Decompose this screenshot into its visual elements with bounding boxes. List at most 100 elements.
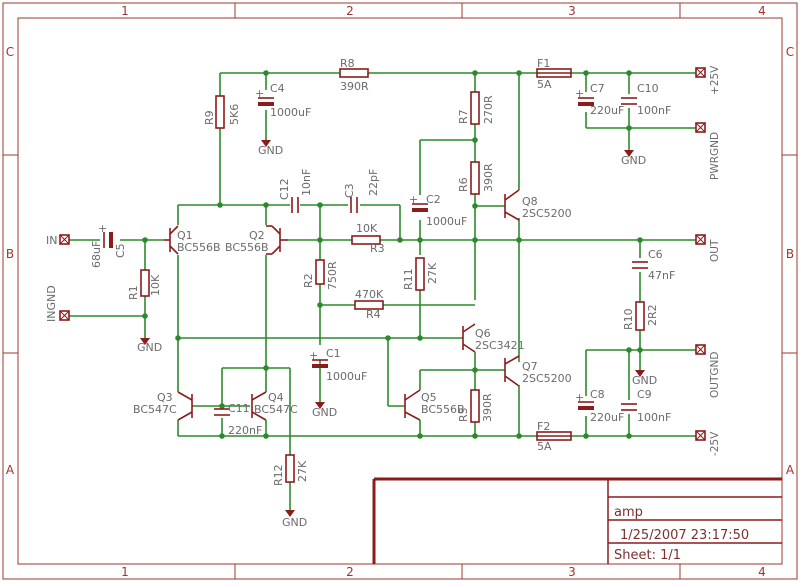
capacitor-c6-icon [632, 261, 648, 269]
resistor-r2-icon [315, 259, 325, 285]
gnd-pwr: GND [621, 154, 646, 167]
row-label-right-c: C [786, 45, 794, 59]
drawing-datetime: 1/25/2007 23:17:50 [620, 528, 749, 543]
label-c8: C8 [590, 388, 605, 401]
value-c7: 220uF [590, 104, 624, 117]
label-r5: R5 [457, 407, 470, 422]
capacitors: + + + + [98, 87, 648, 416]
label-r11: R11 [402, 268, 415, 290]
resistor-r4-icon [354, 300, 384, 310]
value-r3: 10K [356, 222, 378, 235]
capacitor-c12-icon [291, 197, 299, 213]
resistor-r9-icon [215, 95, 225, 129]
value-q3: BC547C [133, 403, 177, 416]
pad-outgnd-icon [695, 344, 706, 355]
label-q4: Q4 [268, 391, 284, 404]
label-ingnd: INGND [45, 285, 58, 322]
capacitor-c8-icon: + [575, 391, 594, 410]
value-c9: 100nF [637, 411, 671, 424]
label-r4: R4 [366, 308, 381, 321]
drawing-name: amp [614, 505, 643, 520]
label-c1: C1 [326, 347, 341, 360]
title-block: amp 1/25/2007 23:17:50 Sheet: 1/1 [372, 477, 782, 564]
value-f1: 5A [537, 78, 552, 91]
label-c2: C2 [426, 193, 441, 206]
value-c1: 1000uF [326, 370, 367, 383]
label-r8: R8 [340, 57, 355, 70]
value-c12: 10nF [300, 169, 313, 196]
capacitor-c4-icon: + [255, 87, 274, 106]
gnd-r12: GND [282, 516, 307, 529]
ground-r12-icon [285, 510, 295, 517]
label-r6: R6 [457, 177, 470, 192]
capacitor-c2-icon: + [409, 193, 428, 212]
value-r5: 390R [481, 393, 494, 422]
capacitor-c1-icon: + [309, 349, 328, 368]
transistor-q3-icon [177, 391, 193, 421]
label-f1: F1 [537, 57, 550, 70]
label-plus25v: +25V [709, 65, 721, 95]
pad-plus25v-icon [695, 67, 706, 78]
pad-ingnd-icon [59, 310, 70, 321]
label-c11: C11 [228, 402, 250, 415]
resistor-r6-icon [470, 161, 480, 195]
resistor-r3-icon [351, 235, 381, 245]
connector-pads [59, 67, 706, 441]
value-r7: 270R [482, 95, 495, 124]
svg-text:+: + [575, 87, 584, 100]
label-c9: C9 [637, 388, 652, 401]
transistor-q4-icon [251, 391, 267, 421]
value-c6: 47nF [648, 269, 675, 282]
ground-symbols [140, 140, 645, 517]
pad-pwrgnd-icon [695, 122, 706, 133]
label-q3: Q3 [157, 391, 173, 404]
label-r2: R2 [302, 273, 315, 288]
label-c7: C7 [590, 82, 605, 95]
col-label-top-2: 2 [346, 4, 354, 18]
pad-out-icon [695, 234, 706, 245]
transistor-q8-icon [504, 189, 520, 221]
transistor-q5-icon [404, 389, 421, 421]
transistor-q7-icon [504, 355, 520, 387]
capacitor-c10-icon [621, 97, 637, 105]
label-minus25v: -25V [709, 431, 721, 456]
value-r2: 750R [326, 261, 339, 290]
label-c10: C10 [637, 82, 659, 95]
col-label-bottom-1: 1 [121, 565, 129, 579]
ground-r10-icon [635, 370, 645, 377]
label-out: OUT [709, 239, 721, 262]
label-r12: R12 [272, 464, 285, 486]
capacitor-c11-icon [214, 408, 230, 416]
gnd-c1: GND [312, 406, 337, 419]
value-c3: 22pF [367, 169, 380, 196]
value-r6: 390R [482, 163, 495, 192]
resistor-r12-icon [285, 454, 295, 483]
value-r11: 27K [426, 262, 439, 284]
label-c12: C12 [278, 178, 291, 200]
resistors [140, 68, 645, 483]
label-c3: C3 [343, 183, 356, 198]
col-label-top-4: 4 [758, 4, 766, 18]
ground-r1-icon [140, 338, 150, 345]
gnd-r10: GND [632, 374, 657, 387]
sheet-number: Sheet: 1/1 [614, 548, 681, 563]
value-q8: 2SC5200 [522, 207, 572, 220]
transistor-q1-icon [164, 225, 179, 255]
value-r1: 10K [149, 274, 162, 296]
value-r10: 2R2 [646, 304, 659, 326]
value-q5: BC556B [421, 403, 465, 416]
resistor-r8-icon [339, 68, 369, 78]
transistor-q6-icon [462, 323, 476, 353]
value-c5: 68uF [90, 241, 103, 268]
resistor-r5-icon [470, 389, 480, 423]
value-q4: BC547C [254, 403, 298, 416]
label-q8: Q8 [522, 195, 538, 208]
svg-text:+: + [575, 391, 584, 404]
value-r12: 27K [296, 460, 309, 482]
capacitor-c5-icon: + [98, 222, 113, 248]
label-r9: R9 [203, 110, 216, 125]
value-c2: 1000uF [426, 215, 467, 228]
value-c11: 220nF [228, 424, 262, 437]
label-q2: Q2 [249, 229, 265, 242]
